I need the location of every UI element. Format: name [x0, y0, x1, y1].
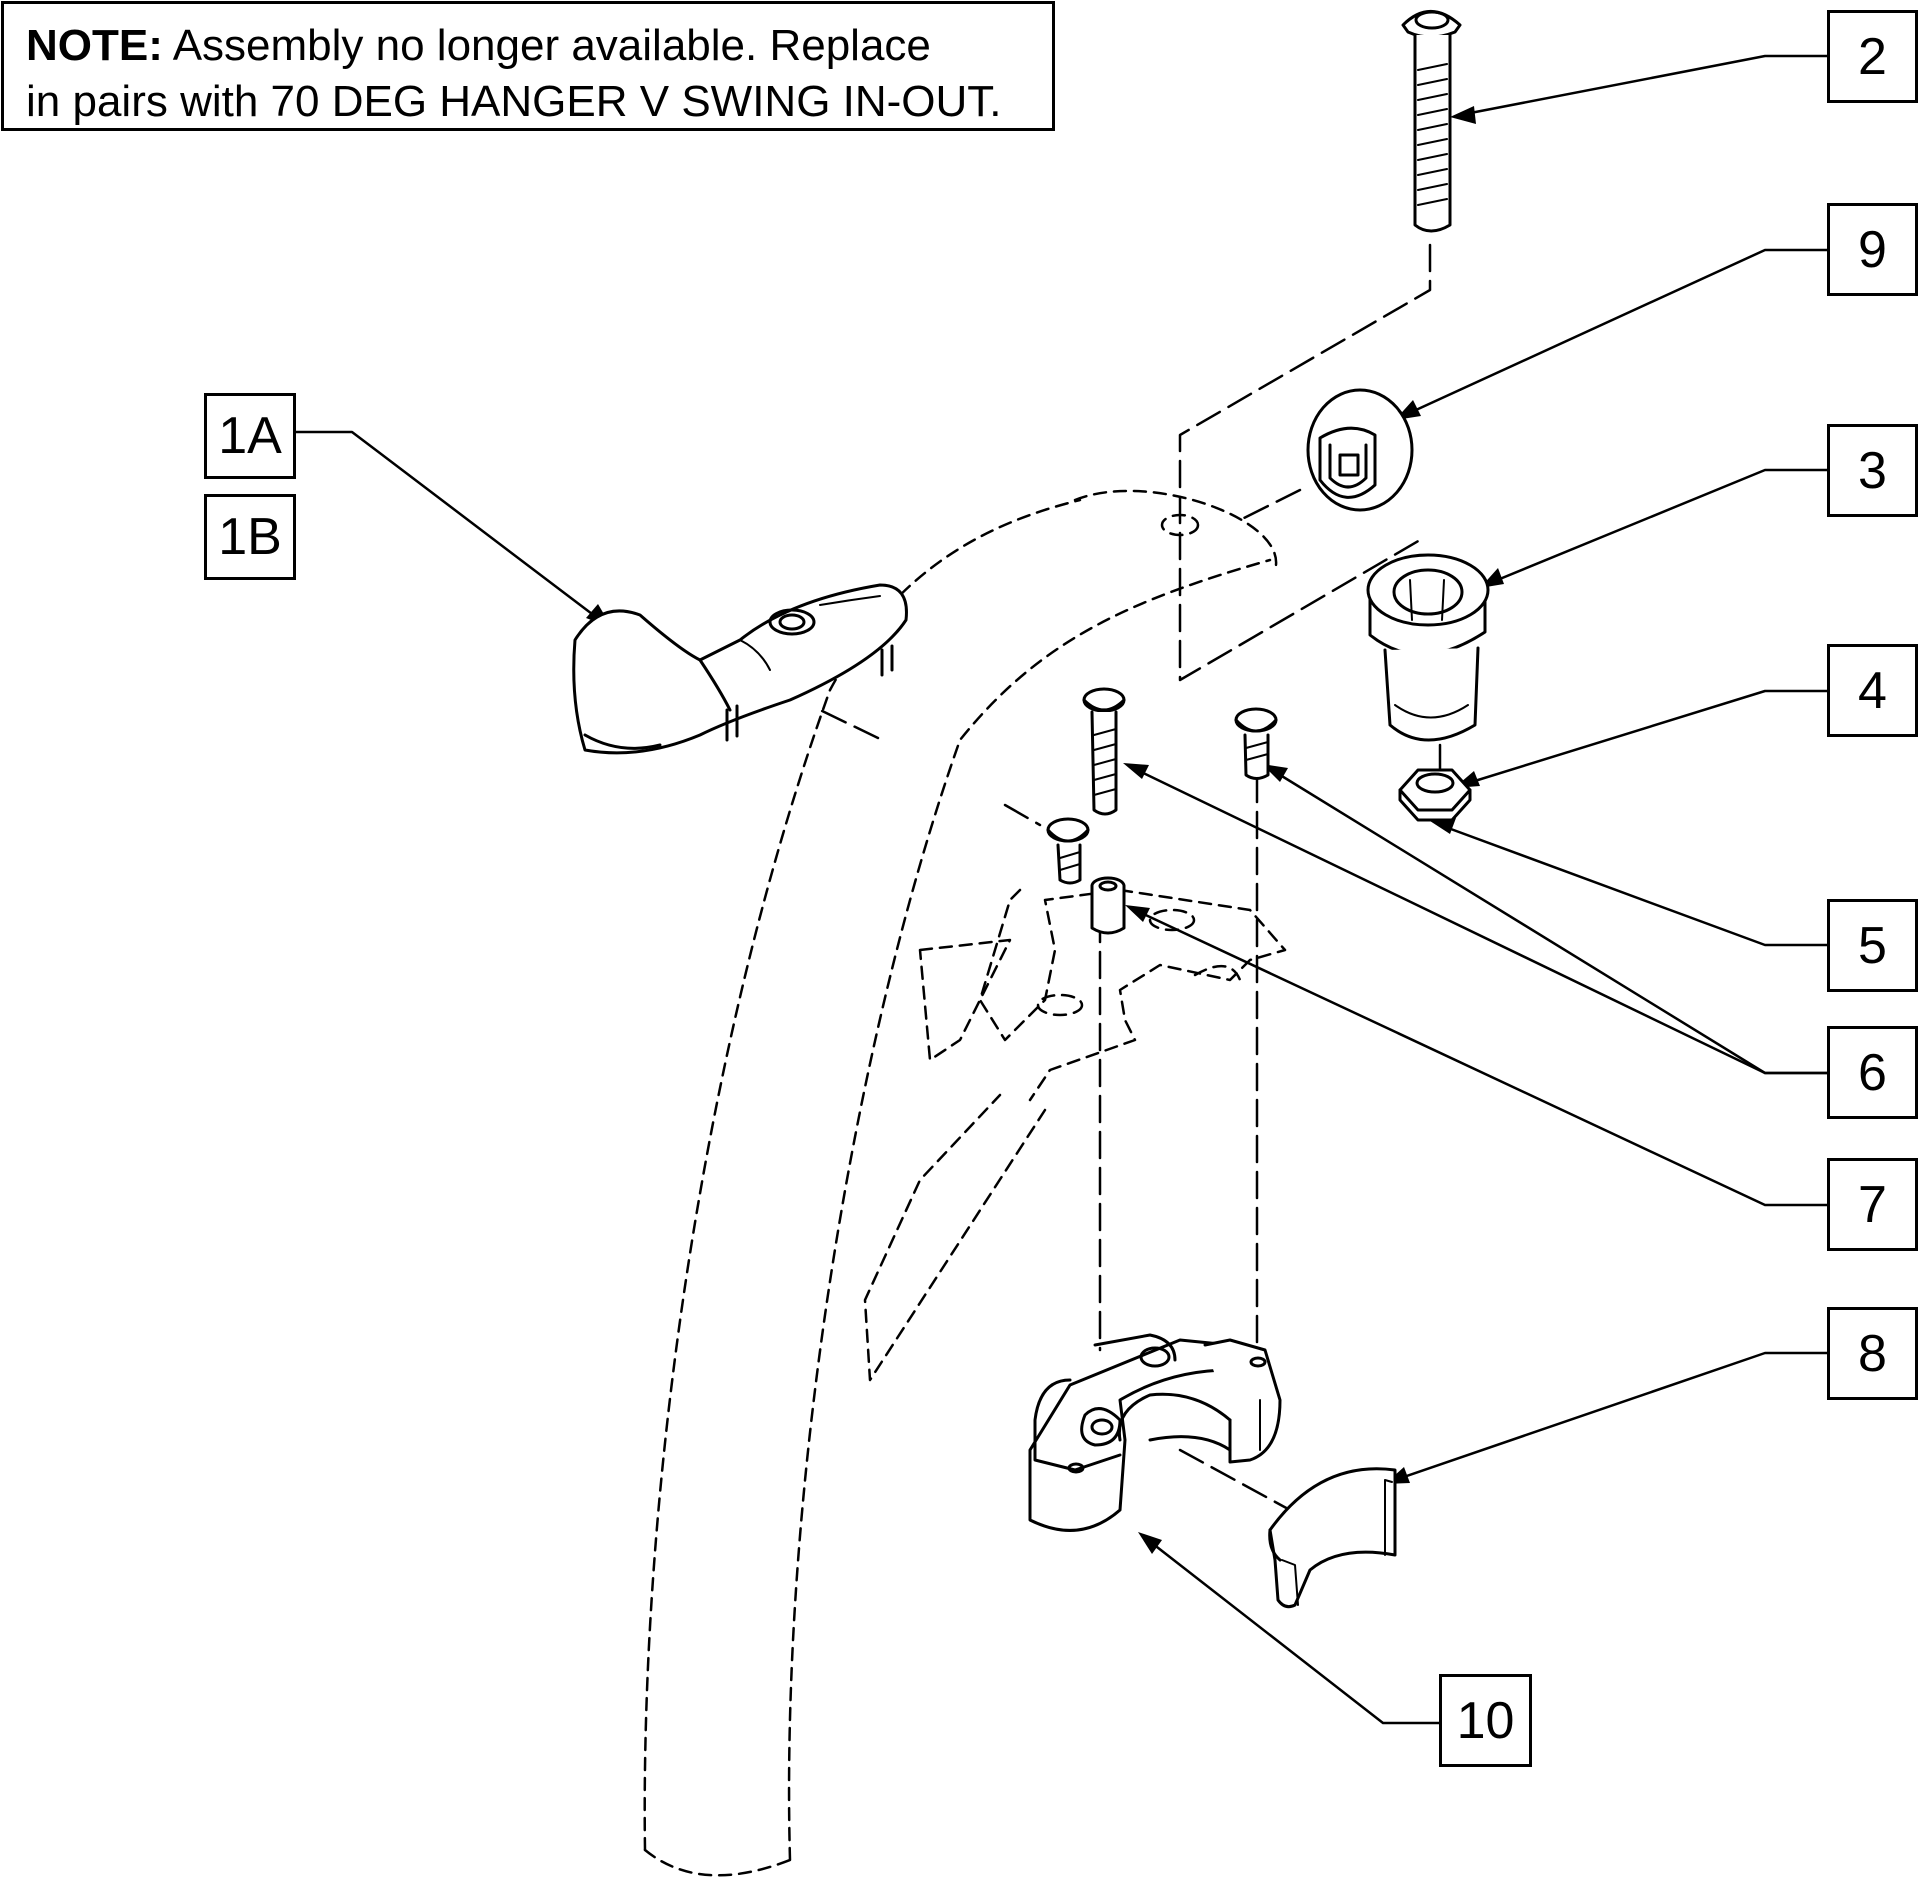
armrest-frame-tube [643, 489, 1287, 1877]
callout-4-label: 4 [1858, 661, 1887, 720]
part-8-clamp-liner [1268, 1467, 1397, 1609]
callout-6[interactable]: 6 [1827, 1026, 1918, 1119]
note-label: NOTE: [26, 21, 163, 70]
part-2-long-screw [1401, 10, 1462, 233]
callout-9-label: 9 [1858, 220, 1887, 279]
callout-7-label: 7 [1858, 1175, 1887, 1234]
part-10-clamp [1028, 1333, 1282, 1532]
part-7-spacer [1090, 876, 1126, 935]
note-line-1: NOTE: Assembly no longer available. Repl… [26, 18, 1030, 74]
leader-lines [293, 54, 1830, 1725]
callout-1A[interactable]: 1A [204, 393, 296, 479]
callout-8[interactable]: 8 [1827, 1307, 1918, 1400]
callout-10[interactable]: 10 [1439, 1674, 1532, 1767]
callout-10-label: 10 [1456, 1691, 1515, 1750]
callout-7[interactable]: 7 [1827, 1158, 1918, 1251]
note-box: NOTE: Assembly no longer available. Repl… [1, 1, 1055, 131]
callout-8-label: 8 [1858, 1324, 1887, 1383]
part-1A-armrest-pad [572, 583, 908, 755]
callout-3-label: 3 [1858, 441, 1887, 500]
callout-5-label: 5 [1858, 916, 1887, 975]
part-bracket-screw [1046, 817, 1090, 885]
part-4-nut [1398, 768, 1472, 822]
assembly-center-lines [814, 243, 1442, 1512]
part-3-sleeve [1366, 553, 1490, 742]
callout-4[interactable]: 4 [1827, 644, 1918, 737]
part-9-bushing [1306, 388, 1414, 512]
callout-6-label: 6 [1858, 1043, 1887, 1102]
part-5-screw [1234, 707, 1278, 780]
callout-1B[interactable]: 1B [204, 494, 296, 580]
callout-9[interactable]: 9 [1827, 203, 1918, 296]
callout-5[interactable]: 5 [1827, 899, 1918, 992]
note-line-2: in pairs with 70 DEG HANGER V SWING IN-O… [26, 77, 1002, 126]
callout-2-label: 2 [1858, 27, 1887, 86]
part-6-screw [1082, 687, 1126, 816]
callout-2[interactable]: 2 [1827, 10, 1918, 103]
callout-1A-label: 1A [218, 407, 282, 465]
leader-6 [1123, 763, 1830, 1075]
callout-3[interactable]: 3 [1827, 424, 1918, 517]
note-text-1: Assembly no longer available. Replace [172, 21, 931, 70]
callout-1B-label: 1B [218, 508, 282, 566]
